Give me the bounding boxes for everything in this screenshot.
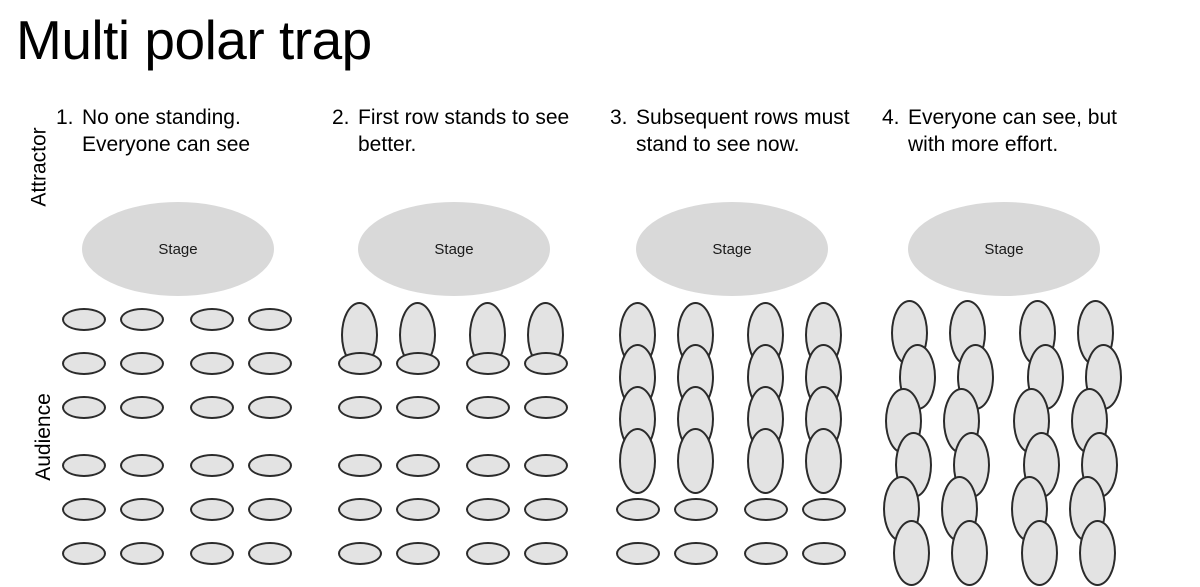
person-standing	[677, 428, 714, 494]
person-sitting	[616, 542, 660, 565]
person-sitting	[120, 308, 164, 331]
person-sitting	[802, 498, 846, 521]
panel-1-caption: 1. No one standing. Everyone can see	[56, 104, 308, 159]
person-sitting	[190, 308, 234, 331]
person-sitting	[744, 498, 788, 521]
person-sitting	[62, 498, 106, 521]
panel-4-stage: Stage	[908, 202, 1100, 296]
person-sitting	[248, 454, 292, 477]
person-sitting	[120, 396, 164, 419]
panel-4-caption-text: Everyone can see, but with more effort.	[908, 106, 1117, 157]
person-sitting	[190, 396, 234, 419]
person-sitting	[466, 498, 510, 521]
person-sitting	[338, 352, 382, 375]
panel-3-number: 3.	[610, 106, 628, 129]
person-sitting	[396, 352, 440, 375]
person-sitting	[62, 308, 106, 331]
person-sitting	[62, 396, 106, 419]
axis-label-audience: Audience	[0, 393, 55, 481]
panel-1-number: 1.	[56, 106, 74, 129]
person-sitting	[524, 396, 568, 419]
panel-2-stage-label: Stage	[434, 240, 474, 258]
panel-2-audience	[320, 302, 590, 574]
panel-4: 4. Everyone can see, but with more effor…	[870, 104, 1140, 586]
person-sitting	[396, 396, 440, 419]
panel-2-number: 2.	[332, 106, 350, 129]
axis-label-attractor: Attractor	[0, 127, 51, 206]
person-standing	[893, 520, 930, 586]
person-sitting	[248, 498, 292, 521]
person-sitting	[62, 542, 106, 565]
person-sitting	[616, 498, 660, 521]
person-sitting	[248, 308, 292, 331]
person-sitting	[62, 352, 106, 375]
panel-2: 2. First row stands to see better. Stage	[320, 104, 590, 574]
person-sitting	[338, 396, 382, 419]
person-sitting	[466, 396, 510, 419]
panel-4-caption: 4. Everyone can see, but with more effor…	[882, 104, 1134, 159]
person-sitting	[248, 396, 292, 419]
person-sitting	[248, 352, 292, 375]
person-sitting	[524, 498, 568, 521]
panel-2-caption: 2. First row stands to see better.	[332, 104, 584, 159]
person-sitting	[120, 498, 164, 521]
person-sitting	[802, 542, 846, 565]
person-sitting	[190, 498, 234, 521]
person-sitting	[466, 542, 510, 565]
panel-1-stage: Stage	[82, 202, 274, 296]
person-sitting	[120, 352, 164, 375]
person-sitting	[190, 454, 234, 477]
person-sitting	[524, 542, 568, 565]
person-sitting	[338, 542, 382, 565]
panel-1: 1. No one standing. Everyone can see Sta…	[44, 104, 314, 574]
person-sitting	[190, 542, 234, 565]
panel-3: 3. Subsequent rows must stand to see now…	[598, 104, 868, 574]
person-sitting	[674, 498, 718, 521]
person-sitting	[674, 542, 718, 565]
person-sitting	[338, 498, 382, 521]
person-sitting	[62, 454, 106, 477]
panel-1-caption-text: No one standing. Everyone can see	[82, 106, 251, 157]
person-standing	[805, 428, 842, 494]
panel-4-stage-label: Stage	[984, 240, 1024, 258]
panel-3-stage: Stage	[636, 202, 828, 296]
panel-3-stage-label: Stage	[712, 240, 752, 258]
panel-2-caption-text: First row stands to see better.	[358, 106, 570, 157]
person-sitting	[120, 454, 164, 477]
panel-3-caption-text: Subsequent rows must stand to see now.	[636, 106, 850, 157]
panel-4-audience	[870, 300, 1140, 586]
person-sitting	[466, 454, 510, 477]
person-standing	[1021, 520, 1058, 586]
person-sitting	[396, 454, 440, 477]
panel-3-caption: 3. Subsequent rows must stand to see now…	[610, 104, 862, 159]
panel-3-audience	[598, 302, 868, 574]
panel-1-audience	[44, 308, 314, 574]
person-sitting	[190, 352, 234, 375]
person-sitting	[248, 542, 292, 565]
person-sitting	[524, 352, 568, 375]
person-standing	[619, 428, 656, 494]
panel-2-stage: Stage	[358, 202, 550, 296]
person-standing	[1079, 520, 1116, 586]
person-sitting	[120, 542, 164, 565]
person-sitting	[338, 454, 382, 477]
person-standing	[747, 428, 784, 494]
person-standing	[951, 520, 988, 586]
panel-1-stage-label: Stage	[158, 240, 198, 258]
person-sitting	[744, 542, 788, 565]
person-sitting	[396, 498, 440, 521]
page-title: Multi polar trap	[16, 9, 372, 71]
person-sitting	[524, 454, 568, 477]
person-sitting	[396, 542, 440, 565]
panel-4-number: 4.	[882, 106, 900, 129]
person-sitting	[466, 352, 510, 375]
